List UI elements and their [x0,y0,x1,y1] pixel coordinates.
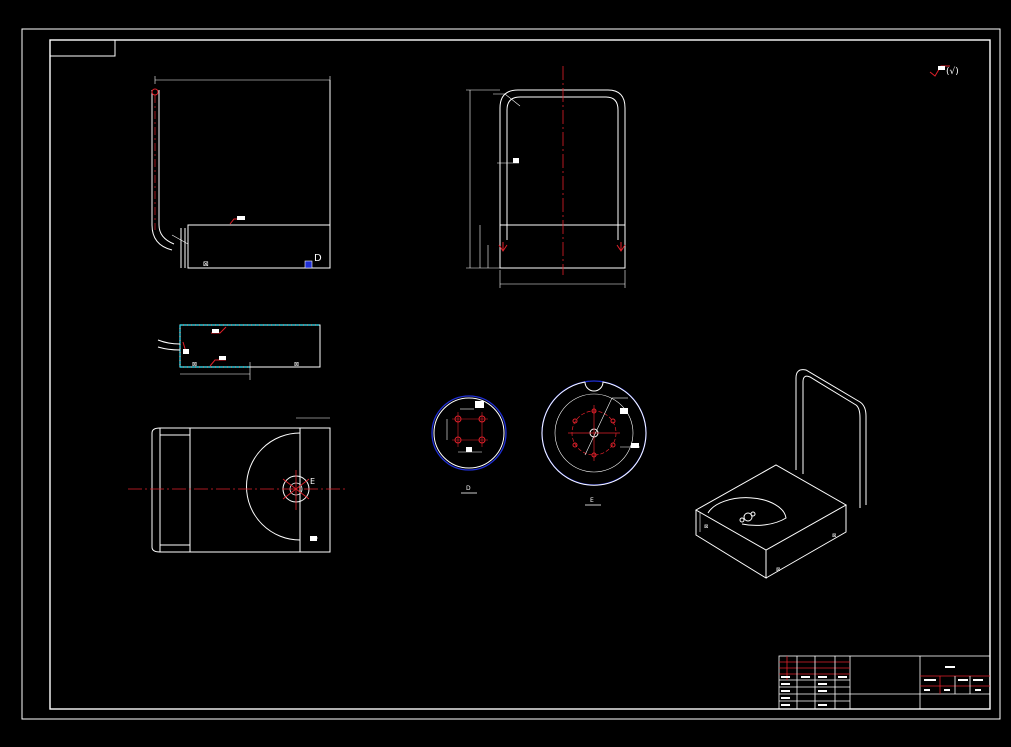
roughness-note: (√) [946,66,959,77]
svg-text:⊠: ⊠ [203,260,209,268]
front-view: ⊠ D [151,76,331,269]
isometric-view: ⊠ ⊠ ⊠ [694,369,867,579]
side-view [466,66,626,288]
outer-border [21,28,1001,720]
detail-d-label: D [466,485,471,492]
detail-e-view: E [541,380,647,506]
cut-e-label: E [590,497,594,504]
svg-text:⊠: ⊠ [776,567,780,573]
title-block [778,655,991,710]
detail-d-view: D [431,395,507,494]
drawing-number-box [49,39,116,57]
section-view: ⊠ ⊠ [157,324,321,380]
svg-text:⊠: ⊠ [704,524,708,530]
inner-border [49,39,991,710]
svg-text:⊠: ⊠ [294,361,299,368]
roughness-symbol: (√) [929,65,959,77]
detail-e-label: E [310,477,315,486]
view-d-label: D [314,253,322,264]
plan-view: E [128,417,348,553]
svg-text:⊠: ⊠ [192,361,197,368]
svg-text:⊠: ⊠ [832,533,836,539]
